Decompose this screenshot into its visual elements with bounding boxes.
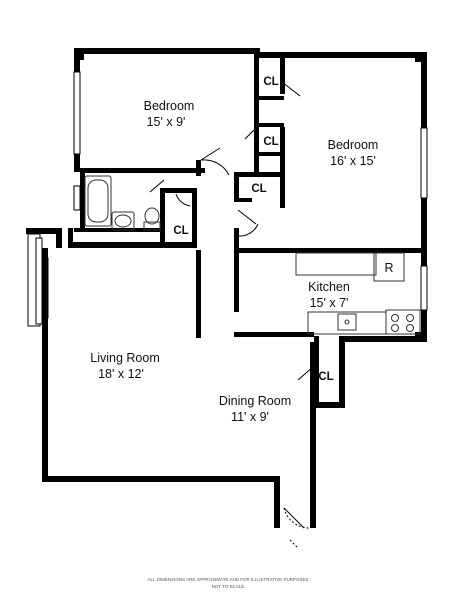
room-labels: Bedroom 15' x 9' Bedroom 16' x 15' Kitch… bbox=[90, 76, 393, 589]
room-dimensions: 15' x 9' bbox=[147, 115, 186, 129]
kitchen-fixtures bbox=[295, 252, 421, 335]
room-dimensions: 15' x 7' bbox=[310, 296, 349, 310]
room-name: Dining Room bbox=[219, 394, 291, 408]
exterior-walls bbox=[26, 48, 427, 528]
footer-scale-note: NOT TO SCALE bbox=[212, 584, 245, 589]
room-name: Living Room bbox=[90, 351, 159, 365]
closet-label: CL bbox=[263, 76, 278, 88]
closet-label: CL bbox=[173, 225, 188, 237]
closet-label: CL bbox=[251, 183, 266, 195]
door-swings bbox=[149, 81, 315, 549]
stove-icon bbox=[385, 309, 421, 335]
kitchen-sink-icon bbox=[337, 313, 357, 331]
room-dimensions: 11' x 9' bbox=[231, 410, 269, 424]
sink-icon bbox=[111, 211, 135, 231]
room-dimensions: 16' x 15' bbox=[330, 154, 376, 168]
bathroom-fixtures bbox=[84, 175, 161, 231]
toilet-icon bbox=[144, 207, 160, 225]
closet-label: CL bbox=[263, 136, 278, 148]
closet-label: CL bbox=[318, 371, 333, 383]
windows bbox=[27, 71, 428, 327]
counter bbox=[307, 311, 387, 335]
room-name: Bedroom bbox=[328, 138, 379, 152]
bathtub-icon bbox=[84, 175, 112, 227]
room-name: Kitchen bbox=[308, 280, 350, 294]
refrigerator-label: R bbox=[384, 261, 393, 275]
footer-disclaimer: ALL DIMENSIONS ARE APPROXIMATE AND FOR I… bbox=[148, 577, 309, 582]
refrigerator-icon bbox=[373, 252, 405, 282]
room-dimensions: 18' x 12' bbox=[98, 367, 144, 381]
room-name: Bedroom bbox=[144, 99, 195, 113]
